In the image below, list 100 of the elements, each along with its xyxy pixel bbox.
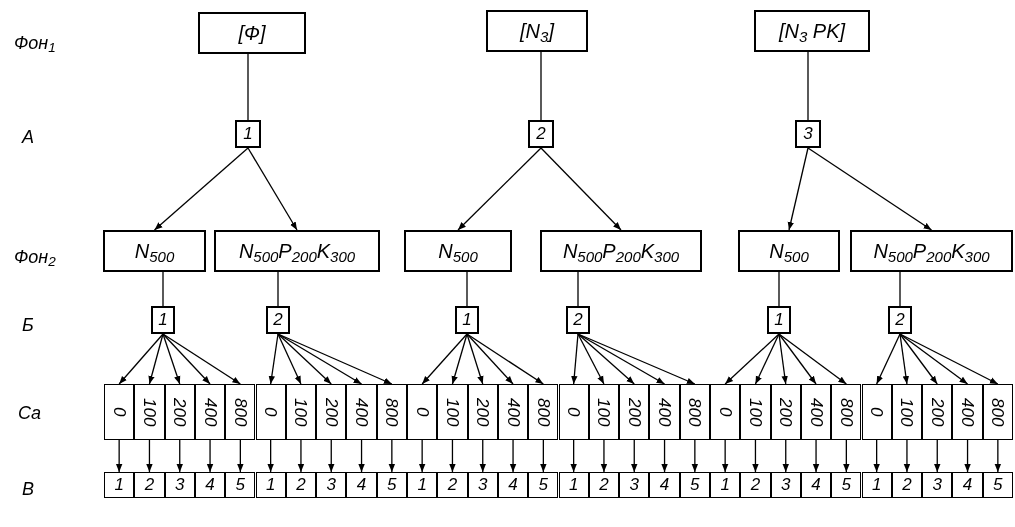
treatment-box: [Ф] — [198, 12, 306, 54]
arrow — [479, 439, 486, 473]
arrow — [964, 439, 971, 473]
dose-cell: 800 — [376, 384, 407, 440]
arrow — [899, 333, 938, 385]
dose-cell: 0 — [407, 384, 438, 440]
arrow — [297, 439, 305, 473]
replicate-cell: 5 — [982, 472, 1013, 498]
dose-cell: 0 — [710, 384, 741, 440]
factor-level-box: 1 — [151, 306, 175, 334]
treatment-box: [N$_{3}$ PK] — [754, 10, 870, 52]
arrow — [754, 333, 780, 385]
replicate-cell: 1 — [558, 472, 589, 498]
replicate-cell: 5 — [376, 472, 407, 498]
dose-cell: 0 — [558, 384, 589, 440]
arrow — [782, 439, 789, 473]
row-label: Ca — [18, 402, 41, 425]
arrow — [148, 333, 164, 385]
dose-cell: 200 — [619, 384, 650, 440]
treatment-box: N$_{500}$P$_{200}$K$_{300}$ — [540, 230, 702, 272]
arrow — [162, 333, 241, 385]
dose-cell: 0 — [861, 384, 892, 440]
arrow — [934, 439, 941, 473]
arrow — [661, 439, 668, 473]
replicate-cell: 2 — [891, 472, 923, 498]
connector-line — [778, 271, 780, 307]
replicate-cell: 3 — [619, 472, 650, 498]
dose-cell: 400 — [346, 384, 377, 440]
replicate-cell: 1 — [255, 472, 286, 498]
dose-cell: 800 — [528, 384, 559, 440]
dose-cell: 400 — [194, 384, 226, 440]
arrow — [358, 439, 365, 473]
arrow — [206, 439, 214, 473]
dose-cell: 100 — [285, 384, 317, 440]
arrow — [237, 439, 244, 473]
connector-line — [899, 271, 901, 307]
factor-level-box: 1 — [767, 306, 791, 334]
replicate-cell: 5 — [831, 472, 862, 498]
arrow — [787, 147, 809, 231]
dose-cell: 0 — [104, 384, 135, 440]
replicate-cell: 1 — [104, 472, 135, 498]
arrow — [457, 147, 542, 231]
arrow — [540, 147, 622, 231]
arrow — [153, 147, 249, 231]
arrow — [388, 439, 396, 473]
arrow — [778, 333, 788, 385]
dose-cell: 100 — [134, 384, 165, 440]
arrow — [752, 439, 759, 473]
replicate-cell: 3 — [922, 472, 953, 498]
treatment-box: N$_{500}$ — [404, 230, 512, 272]
connector-line — [577, 271, 579, 307]
arrow — [691, 439, 699, 473]
dose-cell: 200 — [316, 384, 347, 440]
dose-cell: 200 — [467, 384, 498, 440]
arrow — [577, 333, 605, 385]
dose-cell: 400 — [497, 384, 529, 440]
treatment-box: N$_{500}$ — [103, 230, 206, 272]
arrow — [724, 333, 780, 385]
connector-line — [466, 271, 468, 307]
arrow — [540, 439, 547, 473]
replicate-cell: 1 — [861, 472, 892, 498]
factor-level-box: 2 — [528, 120, 554, 148]
treatment-box: [N$_{3}$] — [486, 10, 588, 52]
arrow — [577, 333, 666, 385]
arrow — [277, 333, 302, 385]
arrow — [600, 439, 608, 473]
arrow — [994, 439, 1002, 473]
dose-cell: 800 — [831, 384, 862, 440]
replicate-cell: 3 — [164, 472, 195, 498]
treatment-box: N$_{500}$P$_{200}$K$_{300}$ — [214, 230, 380, 272]
arrow — [631, 439, 638, 473]
replicate-cell: 2 — [285, 472, 317, 498]
connector-line — [807, 51, 809, 121]
replicate-cell: 4 — [497, 472, 529, 498]
arrow — [146, 439, 153, 473]
arrow — [118, 333, 164, 385]
arrow — [418, 439, 426, 473]
replicate-cell: 4 — [649, 472, 680, 498]
replicate-cell: 4 — [346, 472, 377, 498]
dose-cell: 400 — [800, 384, 832, 440]
arrow — [570, 439, 577, 473]
dose-cell: 200 — [770, 384, 801, 440]
replicate-cell: 3 — [467, 472, 498, 498]
arrow — [449, 439, 456, 473]
replicate-cell: 2 — [134, 472, 165, 498]
connector-line — [277, 271, 279, 307]
arrow — [577, 333, 635, 385]
arrow — [876, 333, 901, 385]
treatment-box: N$_{500}$ — [738, 230, 840, 272]
arrow — [466, 333, 484, 385]
dose-cell: 100 — [740, 384, 771, 440]
arrow — [899, 333, 999, 385]
replicate-cell: 5 — [225, 472, 256, 498]
arrow — [421, 333, 468, 385]
replicate-cell: 2 — [588, 472, 620, 498]
arrow — [162, 333, 211, 385]
arrow — [721, 439, 729, 473]
replicate-cell: 5 — [528, 472, 559, 498]
arrow — [778, 333, 817, 385]
arrow — [466, 333, 514, 385]
